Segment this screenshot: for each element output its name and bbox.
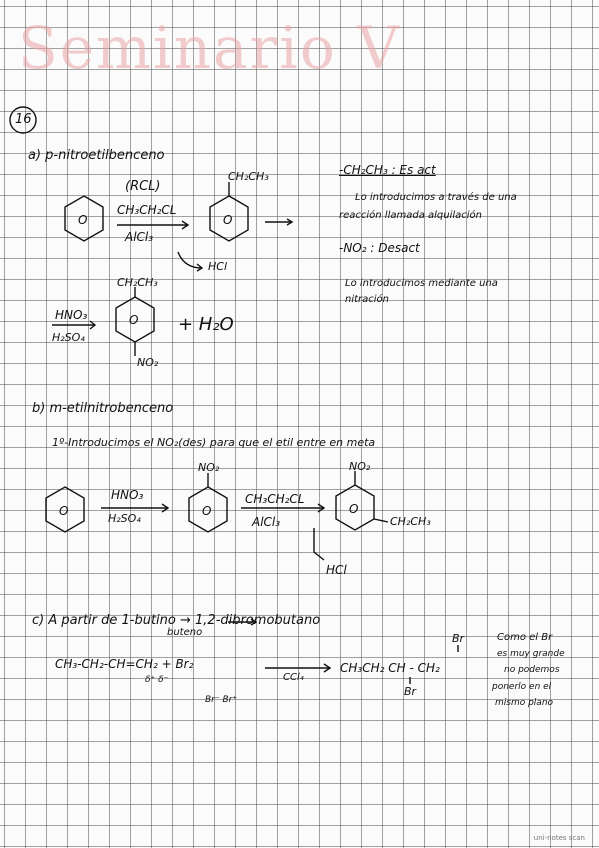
footer-watermark: uni-notes scan (533, 834, 585, 842)
note-1-line2: reacción llamada alquilación (339, 210, 483, 221)
part-b-prod-top: NO₂ (349, 460, 371, 473)
ring-a3-center: O (129, 313, 139, 327)
part-c-heading: c) A partir de 1-butino → 1,2-dibromobut… (32, 613, 321, 628)
benzene-ring-a2 (209, 195, 249, 242)
part-c-product: CH₃CH₂ CH - CH₂ (340, 661, 440, 675)
note-2-line1: Lo introducimos mediante una (345, 278, 498, 289)
part-b-prod-side: CH₂CH₃ (390, 515, 431, 528)
part-c-note-1: Como el Br (497, 632, 553, 643)
part-a-reagent-top: (RCL) (125, 179, 161, 194)
note-2-line2: nitración (345, 294, 390, 305)
part-a-reagent-1: CH₃CH₂CL (117, 203, 177, 217)
part-c-reagent: CCl₄ (283, 672, 304, 683)
part-c-reactant: CH₃-CH₂-CH=CH₂ + Br₂ (55, 657, 194, 671)
note-2-title: -NO₂ : Desact (339, 241, 420, 255)
part-a-reagent-3: HNO₃ (55, 308, 88, 322)
part-b-step: 1º-Introducimos el NO₂(des) para que el … (52, 436, 376, 449)
benzene-ring-b2 (188, 486, 228, 533)
part-c-br-labels: Br⁻ Br⁺ (205, 695, 238, 705)
part-b-reagent-3: CH₃CH₂CL (245, 492, 305, 506)
exercise-number-circle (9, 106, 37, 134)
part-a-prod2-bottom: NO₂ (137, 356, 159, 369)
part-b-byproduct: HCl (326, 563, 347, 577)
exercise-number: 16 (15, 112, 32, 127)
part-a-product-group: CH₂CH₃ (228, 170, 269, 183)
note-1-line1: Lo introducimos a través de una (355, 192, 517, 203)
benzene-ring-b3 (335, 484, 375, 531)
part-b-reagent-4: AlCl₃ (252, 515, 281, 529)
part-a-reagent-2: AlCl₃ (125, 230, 154, 244)
part-c-delta-labels: δ⁺ δ⁻ (145, 675, 169, 685)
part-c-note-4: ponerlo en el (492, 682, 552, 692)
part-b-reagent-1: HNO₃ (111, 488, 144, 502)
ring-a1-center: O (78, 213, 88, 227)
part-a-byproduct: HCl (208, 260, 228, 273)
part-a-reagent-4: H₂SO₄ (52, 331, 85, 344)
part-c-note-2: es muy grande (497, 649, 565, 659)
page-title: Seminario V (18, 14, 402, 82)
part-b-reagent-2: H₂SO₄ (108, 512, 141, 525)
part-a-prod2-top: CH₂CH₃ (117, 276, 158, 289)
part-b-int-group: NO₂ (198, 461, 220, 474)
ring-b1-center: O (59, 504, 69, 518)
part-b-heading: b) m-etilnitrobenceno (32, 401, 174, 416)
note-1-title: -CH₂CH₃ : Es act (339, 163, 436, 177)
part-c-note-5: mismo plano (495, 698, 554, 708)
part-c-br-top: Br (452, 632, 465, 645)
part-c-sub: buteno (167, 627, 203, 638)
ring-b2-center: O (202, 504, 212, 518)
part-a-heading: a) p-nitroetilbenceno (28, 148, 165, 163)
benzene-ring-a1 (64, 195, 104, 242)
part-c-br-bottom: Br (404, 685, 417, 698)
benzene-ring-b1 (45, 486, 85, 533)
ring-a2-center: O (223, 213, 233, 227)
part-a-plus-water: + H₂O (178, 314, 234, 335)
part-c-note-3: no podemos (504, 665, 560, 675)
ring-b3-center: O (349, 502, 359, 516)
